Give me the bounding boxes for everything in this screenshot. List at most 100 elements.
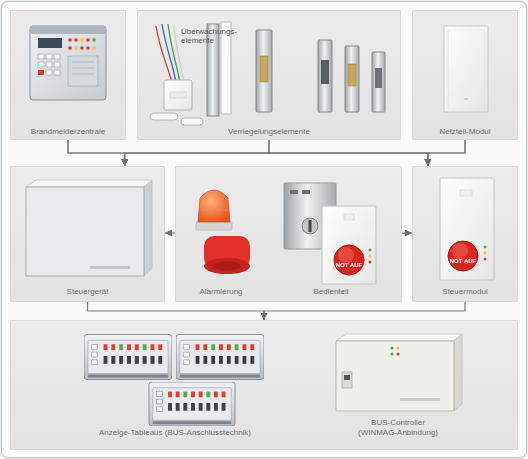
alarm-devices [204,258,250,274]
alarm-devices [204,236,250,268]
panel-caption: Netzteil-Modul [412,127,518,137]
fire-alarm-panel [38,54,44,59]
panel-caption: Alarmierung [175,287,267,297]
panel-caption: Steuermodul [412,287,518,297]
image-panel: Steuergerät [10,166,165,302]
fire-alarm-panel [86,38,90,42]
alarm-devices [200,210,228,211]
flow-connector [165,232,175,233]
operating-panel [369,249,372,252]
display-tableaus [84,335,172,380]
operating-panel [334,245,364,275]
monitoring-elements [150,113,178,120]
panel-caption: Brandmelderzentrale [10,127,126,137]
fire-alarm-panel [46,62,52,67]
operating-panel [284,183,376,284]
power-supply-plate [464,98,468,100]
fire-alarm-panel [30,26,106,34]
locking-elements [207,24,219,116]
flow-connector [402,232,412,233]
operating-panel [290,190,298,194]
operating-panel [344,214,354,220]
fire-alarm-panel [92,46,96,50]
fire-alarm-panel [74,38,78,42]
control-cabinet [26,187,144,276]
locking-elements [221,22,231,114]
bus-controller-device [390,352,393,355]
display-tableaus [176,335,264,380]
bus-controller-device [454,334,462,411]
fire-alarm-panel [54,62,60,67]
fire-alarm-panel [54,54,60,59]
power-supply-plate [448,30,484,108]
flow-connector [264,302,465,320]
flow-connector [125,140,269,166]
fire-alarm-panel [72,74,94,75]
locking-elements [321,60,329,84]
image-panel: Steuermodul [412,166,518,302]
bus-controller-device [336,334,462,341]
panel-caption: Steuergerät [10,287,165,297]
bus-controller-device [342,372,352,388]
control-cabinet [90,266,130,269]
locking-elements [256,30,272,112]
bus-controller-device [400,398,440,401]
operating-panel [322,206,376,284]
flow-connector [269,140,428,166]
image-panel: Brandmelderzentrale [10,10,126,140]
locking-elements [260,56,268,82]
fire-alarm-panel [80,38,84,42]
control-module [460,190,472,196]
fire-alarm-panel [46,70,52,75]
locking-elements [207,22,385,116]
monitoring-elements [162,24,176,82]
fire-alarm-panel [46,54,52,59]
control-module [440,178,494,280]
panel-caption: Bedienteil [293,287,369,297]
fire-alarm-panel [72,62,94,63]
bus-controller-device [344,375,350,380]
control-module [452,243,468,259]
image-panel: Verriegelungselemente [137,10,401,140]
flow-connector [125,140,465,166]
fire-alarm-panel [30,26,106,100]
operating-panel [369,261,372,264]
bus-controller-device [336,341,454,411]
alarm-devices [198,190,230,222]
operating-panel [309,220,312,232]
bus-controller-device [396,346,399,349]
bus-controller-device [336,334,462,411]
monitoring-elements [156,26,172,82]
flow-connector [88,302,265,320]
operating-panel [284,183,336,249]
alarm-devices [196,222,232,230]
control-module [484,252,487,255]
panel-caption: BUS-Controller (WINMAG-Anbindung) [352,418,444,438]
fire-alarm-panel [68,46,72,50]
control-cabinet [26,180,152,187]
fire-alarm-panel [74,46,78,50]
locking-elements [318,40,332,112]
image-panel: Anzeige-Tableaus (BUS-Anschlusstechnik)B… [10,320,518,450]
fire-alarm-panel [38,62,44,67]
fire-alarm-panel [30,26,106,100]
flow-connector [428,140,465,166]
image-panel: Netzteil-Modul [412,10,518,140]
flow-connector [68,140,428,166]
locking-elements [348,64,356,86]
operating-panel [338,247,354,263]
alarm-devices [196,190,250,274]
locking-elements [345,46,359,112]
operating-panel [302,190,310,194]
fire-alarm-panel [68,56,98,86]
fire-alarm-panel [72,68,94,69]
locking-elements [375,68,382,88]
operating-panel [302,218,318,234]
image-panel: Alarmierung Bedienteil [175,166,402,302]
power-supply-plate [444,26,488,112]
fire-alarm-panel [68,38,72,42]
monitoring-elements [174,26,184,82]
operating-panel [369,255,372,258]
